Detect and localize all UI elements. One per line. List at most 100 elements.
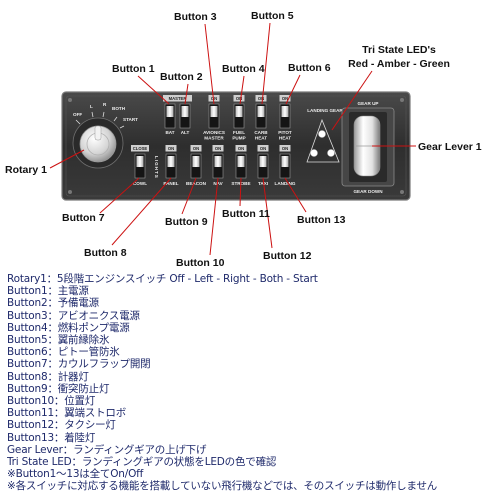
switch-toggle[interactable] bbox=[281, 106, 289, 117]
callout-button-9: Button 9 bbox=[165, 216, 208, 228]
switch-label: PUMP bbox=[232, 136, 245, 141]
switch-tab-label: ON bbox=[258, 96, 264, 101]
leader-tri-state bbox=[331, 70, 373, 131]
led-icon bbox=[327, 149, 335, 157]
master-tab bbox=[163, 95, 192, 102]
switch-tab-label: ON bbox=[260, 146, 266, 151]
switch-label: COWL bbox=[133, 181, 147, 186]
legend-line: Gear Lever：ランディングギアの上げ下げ bbox=[7, 443, 207, 456]
leader-button-13 bbox=[284, 177, 307, 213]
switch-toggle[interactable] bbox=[281, 156, 289, 167]
legend-line: ※各スイッチに対応する機能を搭載していない飛行機などでは、そのスイッチは動作しま… bbox=[7, 480, 438, 493]
switch-tab bbox=[279, 95, 291, 102]
switch-tab bbox=[279, 145, 291, 152]
switch-tab-label: ON bbox=[238, 146, 244, 151]
leader-button-1 bbox=[137, 75, 170, 105]
switch-label: TAXI bbox=[258, 181, 268, 186]
callout-gear-lever-1: Gear Lever 1 bbox=[418, 141, 482, 153]
gear-down-label: GEAR DOWN bbox=[353, 189, 383, 194]
switch-tab bbox=[235, 145, 247, 152]
leader-button-6 bbox=[285, 74, 301, 105]
switch-tab bbox=[257, 145, 269, 152]
callout-tri-state-colors: Red - Amber - Green bbox=[348, 58, 450, 70]
callout-button-8: Button 8 bbox=[84, 247, 127, 259]
switch-label: ALT bbox=[181, 130, 190, 135]
rotary-tick bbox=[113, 116, 118, 122]
switch-toggle[interactable] bbox=[237, 156, 245, 167]
switch-tab bbox=[190, 145, 202, 152]
legend-line: Button2：予備電源 bbox=[7, 297, 99, 310]
panel-diagram: OFF L R BOTH START MASTER BAT ALT ON AVI… bbox=[5, 10, 482, 269]
switch-toggle[interactable] bbox=[166, 106, 174, 117]
leader-button-12 bbox=[262, 177, 273, 249]
rotary-label-right: R bbox=[103, 102, 107, 107]
switch-toggle[interactable] bbox=[136, 156, 144, 167]
rotary-tick bbox=[91, 111, 94, 118]
switch-pitot-heat[interactable]: ON PITOT HEAT bbox=[278, 95, 292, 141]
callout-tri-state-title: Tri State LED's bbox=[362, 44, 436, 56]
switch-toggle[interactable] bbox=[214, 156, 222, 167]
callout-button-6: Button 6 bbox=[288, 62, 331, 74]
legend-line: Button10：位置灯 bbox=[7, 395, 96, 408]
lights-group-label: LIGHTS bbox=[154, 156, 159, 179]
switch-label: HEAT bbox=[255, 136, 267, 141]
callout-button-3: Button 3 bbox=[174, 11, 217, 23]
legend-line: Tri State LED：ランディングギアの状態をLEDの色で確認 bbox=[7, 456, 277, 469]
callout-button-11: Button 11 bbox=[222, 208, 270, 220]
switch-toggle[interactable] bbox=[167, 156, 175, 167]
legend-line: Button13：着陸灯 bbox=[7, 431, 96, 444]
switch-toggle[interactable] bbox=[181, 106, 189, 117]
screw-icon bbox=[68, 190, 72, 194]
switch-toggle[interactable] bbox=[257, 106, 265, 117]
rotary-label-start: START bbox=[123, 117, 138, 122]
switch-label: BAT bbox=[165, 130, 174, 135]
switch-toggle[interactable] bbox=[259, 156, 267, 167]
legend-line: Button1：主電源 bbox=[7, 285, 89, 298]
callout-button-7: Button 7 bbox=[62, 212, 105, 224]
switch-tab bbox=[165, 145, 177, 152]
screw-icon bbox=[400, 190, 404, 194]
callout-button-13: Button 13 bbox=[297, 214, 346, 226]
switch-tab-label: CLOSE bbox=[133, 146, 148, 151]
legend-line: Button6：ピトー管防氷 bbox=[7, 346, 120, 359]
callout-button-1: Button 1 bbox=[112, 63, 155, 75]
switch-cowl[interactable]: CLOSE COWL bbox=[131, 145, 149, 186]
rotary-label-off: OFF bbox=[73, 112, 82, 117]
legend-line: Button3：アビオニクス電源 bbox=[7, 309, 140, 322]
switch-tab-label: ON bbox=[193, 146, 199, 151]
led-icon bbox=[310, 149, 318, 157]
switch-tab bbox=[233, 95, 245, 102]
switch-tab-label: ON bbox=[168, 146, 174, 151]
switch-label: NAV bbox=[213, 181, 223, 186]
callout-leaders bbox=[49, 22, 416, 256]
rotary-switch[interactable]: OFF L R BOTH START bbox=[72, 102, 138, 169]
gear-lever-assembly: GEAR UP GEAR DOWN bbox=[341, 101, 395, 194]
switch-tab bbox=[208, 95, 220, 102]
switch-tab-label: ON bbox=[236, 96, 242, 101]
switch-tab-label: ON bbox=[282, 96, 288, 101]
leader-button-9 bbox=[181, 177, 197, 215]
rotary-tick bbox=[119, 125, 125, 129]
switch-label: MASTER bbox=[204, 136, 224, 141]
leader-button-2 bbox=[184, 83, 189, 105]
switch-label: BEACON bbox=[186, 181, 207, 186]
switch-bat[interactable]: BAT bbox=[164, 103, 176, 135]
legend-line: ※Button1～13は全てOn/Off bbox=[7, 468, 144, 481]
switch-toggle[interactable] bbox=[192, 156, 200, 167]
switch-tab-label: ON bbox=[282, 146, 288, 151]
leader-button-4 bbox=[239, 75, 245, 105]
switch-alt[interactable]: ALT bbox=[179, 103, 191, 135]
gear-up-label: GEAR UP bbox=[358, 101, 379, 106]
switch-tab bbox=[212, 145, 224, 152]
switch-toggle[interactable] bbox=[210, 106, 218, 117]
master-group: MASTER bbox=[163, 95, 192, 102]
screw-icon bbox=[400, 98, 404, 102]
switch-fuel-pump[interactable]: ON FUEL PUMP bbox=[232, 95, 246, 141]
switch-toggle[interactable] bbox=[235, 106, 243, 117]
callout-button-4: Button 4 bbox=[222, 63, 265, 75]
led-triangle bbox=[306, 118, 340, 163]
led-icon bbox=[318, 130, 326, 138]
legend-line: Button7：カウルフラップ開閉 bbox=[7, 358, 151, 371]
switch-carb-heat[interactable]: ON CARB HEAT bbox=[254, 95, 268, 141]
